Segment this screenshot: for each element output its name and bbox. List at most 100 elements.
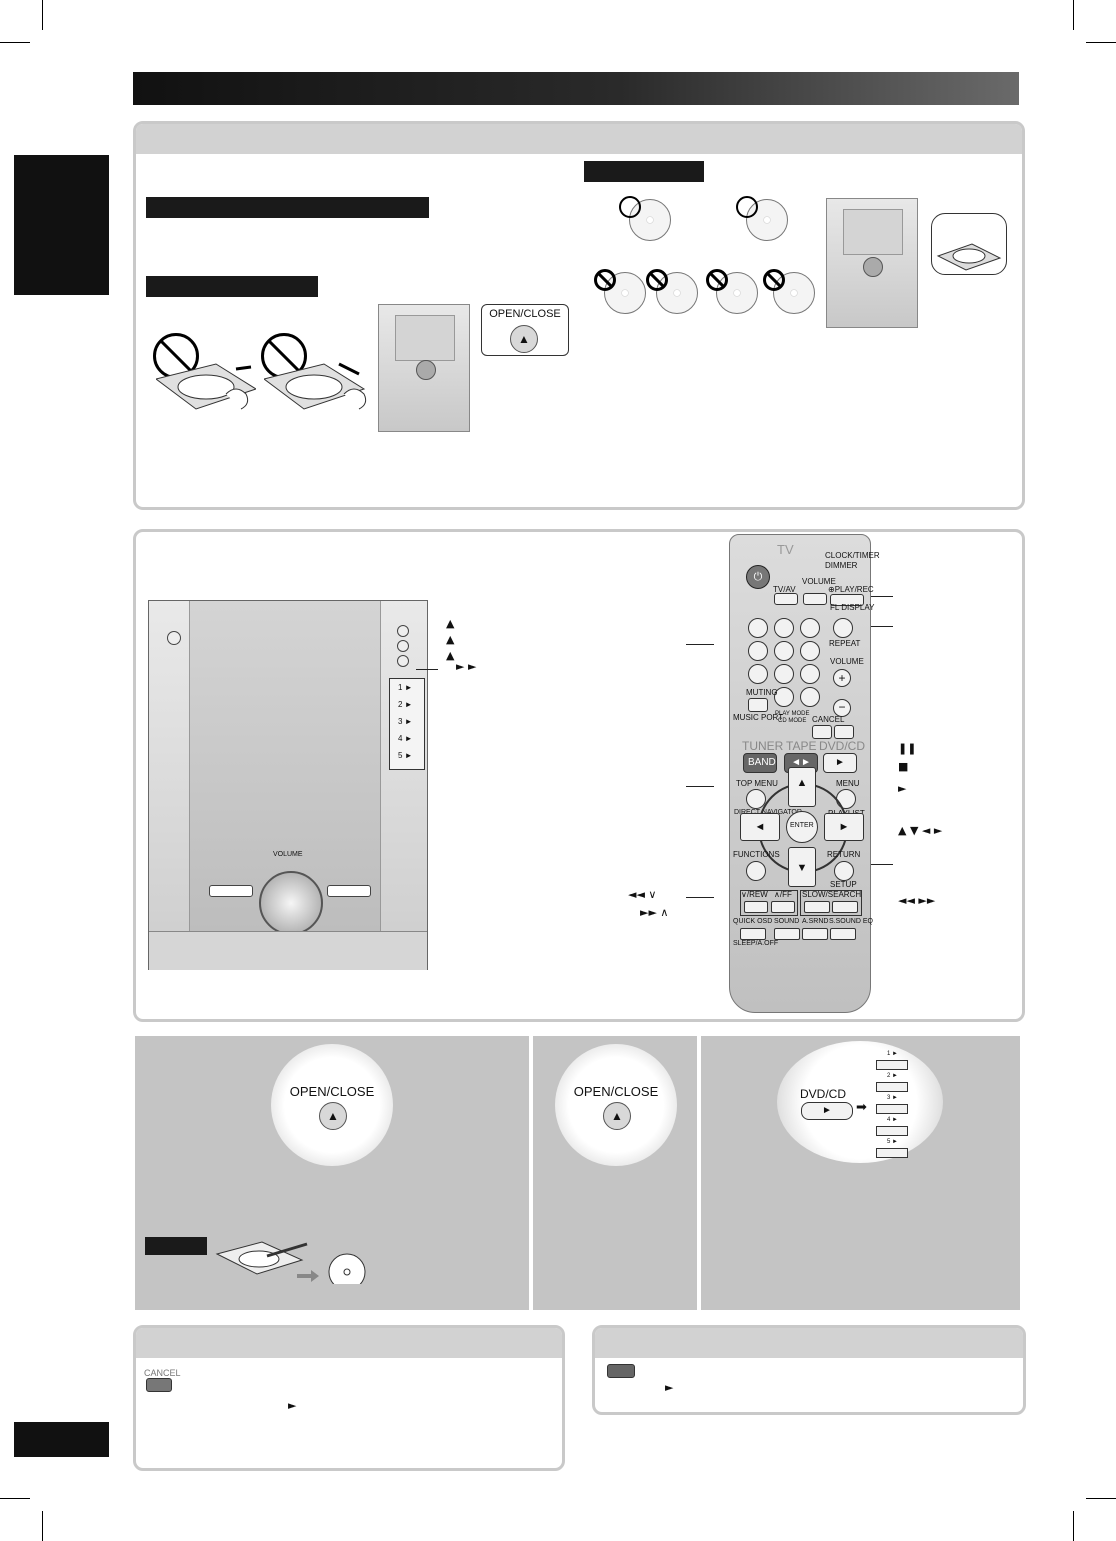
- cursor-right-button[interactable]: ►: [824, 813, 864, 841]
- number-button[interactable]: [800, 664, 820, 684]
- tuner-label: TUNER: [742, 739, 784, 753]
- number-button[interactable]: [774, 618, 794, 638]
- cancel-button[interactable]: [812, 725, 832, 739]
- disc-2-label: 2 ►: [887, 1073, 898, 1079]
- disc-2-button[interactable]: 2 ►: [876, 1073, 908, 1092]
- sound-button[interactable]: [774, 928, 800, 940]
- eject-button[interactable]: ▲: [319, 1102, 347, 1130]
- dvd-cd-play-button[interactable]: ►: [801, 1102, 853, 1120]
- play-callout: ►: [898, 782, 907, 795]
- return-label: RETURN: [827, 850, 861, 859]
- a-srnd-button[interactable]: [802, 928, 828, 940]
- cancel-button[interactable]: [146, 1378, 172, 1392]
- disc-3-button[interactable]: 3 ►: [398, 717, 413, 726]
- crop-mark: [0, 1498, 30, 1499]
- open-close-label: OPEN/CLOSE: [289, 1084, 375, 1099]
- leader-line: [686, 644, 714, 645]
- top-menu-button[interactable]: [746, 789, 766, 809]
- eject-tray-2-callout: ▲: [446, 633, 455, 646]
- volume-knob[interactable]: [259, 871, 323, 935]
- muting-button[interactable]: [748, 698, 768, 712]
- stereo-unit-illustration: [378, 304, 470, 432]
- disc-2-button[interactable]: 2 ►: [398, 700, 413, 709]
- band-button[interactable]: BAND: [743, 753, 777, 773]
- skip-forward-button[interactable]: [771, 901, 795, 913]
- skip-group: [740, 890, 798, 916]
- cancel-panel: CANCEL ►: [133, 1325, 565, 1471]
- number-button[interactable]: [748, 664, 768, 684]
- cancel-label: CANCEL: [812, 715, 845, 724]
- music-port-label: MUSIC PORT: [733, 713, 784, 722]
- volume-down-button[interactable]: −: [833, 699, 851, 717]
- disc-5-button[interactable]: 5 ►: [876, 1139, 908, 1158]
- number-button[interactable]: [748, 641, 768, 661]
- play-arrow: ►: [288, 1399, 297, 1412]
- step-1-box: OPEN/CLOSE ▲: [135, 1036, 529, 1310]
- volume-up-button[interactable]: +: [833, 669, 851, 687]
- number-button[interactable]: [800, 618, 820, 638]
- tv-label: TV: [777, 542, 794, 557]
- skip-forward-callout: ►► ∧: [640, 906, 669, 919]
- number-button[interactable]: [800, 641, 820, 661]
- disc-5-label: 5 ►: [887, 1139, 898, 1145]
- disc-3-button[interactable]: 3 ►: [876, 1095, 908, 1114]
- disc-1-button[interactable]: 1 ►: [398, 683, 413, 692]
- disc-1-button[interactable]: 1 ►: [876, 1051, 908, 1070]
- clock-timer-label: CLOCK/TIMER: [825, 551, 880, 560]
- repeat-button[interactable]: [833, 618, 853, 638]
- eject-button[interactable]: ▲: [603, 1102, 631, 1130]
- heading-label: [146, 276, 318, 297]
- search-back-button[interactable]: [804, 901, 830, 913]
- search-forward-button[interactable]: [832, 901, 858, 913]
- disc-handling-panel: OPEN/CLOSE ▲: [133, 121, 1025, 510]
- tv-av-button[interactable]: [774, 593, 798, 605]
- enter-button[interactable]: ENTER: [786, 811, 818, 843]
- cursor-down-button[interactable]: ▼: [788, 847, 816, 887]
- disc-4-button[interactable]: 4 ►: [398, 734, 413, 743]
- power-button[interactable]: ⏻: [746, 565, 770, 589]
- crop-mark: [1086, 1498, 1116, 1499]
- crop-mark: [1086, 42, 1116, 43]
- number-button[interactable]: [774, 687, 794, 707]
- number-button[interactable]: [774, 664, 794, 684]
- disc-4-button[interactable]: 4 ►: [876, 1117, 908, 1136]
- s-sound-eq-button[interactable]: [830, 928, 856, 940]
- cursor-up-button[interactable]: ▲: [788, 767, 816, 807]
- cancel-label: CANCEL: [144, 1368, 181, 1378]
- cursor-callout: ▲ ▼ ◄ ►: [898, 824, 943, 837]
- heading-label: [584, 161, 704, 182]
- dvd-cd-play-button[interactable]: ►: [823, 753, 857, 773]
- search-group: [800, 890, 862, 916]
- return-button[interactable]: [834, 861, 854, 881]
- crop-mark: [0, 42, 30, 43]
- play-arrow: ►: [665, 1381, 674, 1394]
- panel-header: [595, 1328, 1023, 1358]
- a-srnd-label: A.SRND: [802, 918, 829, 925]
- functions-button[interactable]: [746, 861, 766, 881]
- pause-button[interactable]: [834, 725, 854, 739]
- disc-removal-illustration: [215, 1241, 366, 1284]
- number-button[interactable]: [748, 618, 768, 638]
- quick-osd-button[interactable]: [740, 928, 766, 940]
- arrow-icon: ➡: [856, 1100, 867, 1115]
- muting-label: MUTING: [746, 688, 778, 697]
- number-button[interactable]: [800, 687, 820, 707]
- number-button[interactable]: [774, 641, 794, 661]
- eject-button[interactable]: ▲: [510, 325, 538, 353]
- step-3-box: DVD/CD ► ➡ 1 ► 2 ► 3 ► 4 ► 5 ►: [701, 1036, 1020, 1310]
- cursor-left-button[interactable]: ◄: [740, 813, 780, 841]
- tv-volume-down-button[interactable]: [803, 593, 827, 605]
- panel-header: [136, 124, 1022, 154]
- disc-5-button[interactable]: 5 ►: [398, 751, 413, 760]
- volume-label: VOLUME: [830, 657, 864, 666]
- top-menu-label: TOP MENU: [736, 779, 778, 788]
- functions-label: FUNCTIONS: [733, 850, 780, 859]
- section-title-bar: [133, 72, 1019, 105]
- skip-back-button[interactable]: [744, 901, 768, 913]
- leader-line: [416, 669, 438, 670]
- prohibited-icon: [763, 269, 785, 291]
- controls-panel: 1 ► 2 ► 3 ► 4 ► 5 ► VOLUME ▲ ▲ ▲ ► ► ◄◄ …: [133, 529, 1025, 1022]
- pause-button[interactable]: [607, 1364, 635, 1378]
- quick-osd-label: QUICK OSD: [733, 918, 773, 925]
- play-rec-button[interactable]: [830, 594, 864, 606]
